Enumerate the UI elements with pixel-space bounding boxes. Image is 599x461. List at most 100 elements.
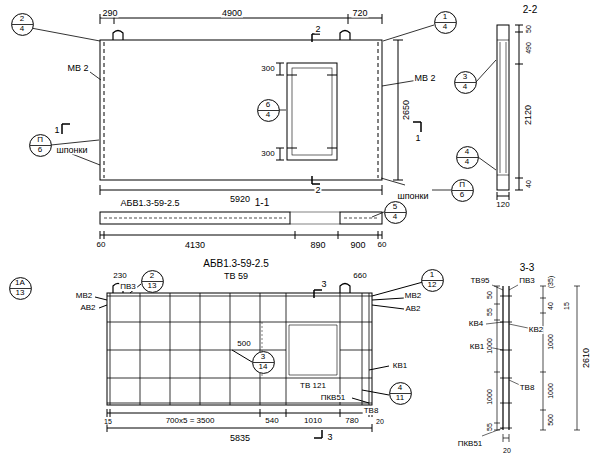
callout-number: 6 [266,101,270,110]
dimension: 1000 [486,337,493,355]
section-2-2 [497,192,509,200]
part-mark: ТВ95 [469,277,490,285]
callout-circle-outline [454,71,476,93]
reinforcement-cage [107,296,372,403]
part-mark: ТВ 121 [299,382,327,390]
reinforcement-cage [232,350,389,403]
section-mark: 2 [314,186,321,195]
part-mark: МВ 2 [413,74,436,83]
callout-number: 2 [20,15,24,24]
note-text: шпонки [55,146,88,155]
part-mark: ПВ3 [119,283,137,291]
section-mark: 2 [314,25,321,34]
callout-circle-outline [421,269,443,291]
part-mark: ТВ8 [363,407,380,415]
section-2-2 [515,25,523,190]
callout-number: 2 [150,272,154,281]
section-3-3 [500,296,512,428]
part-mark: ПКВ51 [457,440,484,448]
callout-circle-outline [257,99,279,121]
dimension: 300 [260,65,275,73]
callout-circle-outline [9,277,31,299]
callout-number: 4 [266,110,270,119]
dimension: 5920 [229,195,251,204]
section-marks [62,34,421,184]
dimension: 1000 [486,388,493,406]
dimension: 290 [101,9,118,18]
panel-outline [104,42,378,178]
section-3-3 [482,285,528,436]
dimension: 1010 [303,417,323,425]
note-text: шпонки [396,192,429,201]
callout-circle: П6 [29,134,52,157]
callout-circle: 1А13 [9,277,32,300]
callout-circle-outline [434,11,456,33]
drawing-stroke [31,14,580,442]
callout-number: 6 [460,190,464,199]
callout-circle: 213 [141,270,164,293]
leader-lines [31,25,434,165]
dimension: 50 [525,24,532,34]
part-mark: ПВ3 [518,277,536,285]
callout-circle: 14 [434,11,457,34]
callout-number: 3 [261,353,265,362]
section-2-2 [497,25,509,190]
callout-circle-outline [456,146,478,168]
part-mark: АВ2 [404,305,421,313]
callout-circle-outline [29,134,51,156]
reinforcement-cage [107,424,372,432]
section-1-1 [100,231,382,239]
dimension: 20 [375,418,385,425]
section-1-1 [100,212,382,239]
reinforcement-cage [314,290,322,438]
callout-number: 11 [396,393,404,402]
callout-number: П [459,181,465,190]
dimension: 5835 [229,434,251,443]
callout-number: 14 [259,362,268,371]
dimension: 4900 [221,9,243,18]
callout-number: 12 [428,280,437,289]
callout-circle-outline [252,351,274,373]
callout-number: 3 [463,73,467,82]
callout-number: 6 [38,145,42,154]
callout-circle: 44 [456,146,479,169]
callout-circle-outline [141,270,163,292]
part-mark: МВ2 [75,292,93,300]
callout-number: 4 [463,82,467,91]
section-mark: 1 [414,134,421,143]
dimension: 120 [495,201,510,209]
dimension: 230 [112,272,127,280]
section-2-2 [497,40,509,175]
callout-number: 1 [443,13,447,22]
callout-number: П [37,136,43,145]
leader-lines [31,25,496,217]
section-1-1 [104,218,378,219]
dimension: 1000 [547,382,554,400]
callout-circle: 112 [421,269,444,292]
part-mark: ТВ 59 [223,272,249,281]
dimension: 4130 [184,241,206,250]
callout-circle-outline [389,382,411,404]
panel-outline [287,63,337,160]
view-title: 3-3 [519,263,535,273]
callout-number: 4 [465,148,469,157]
dimension: 15 [103,418,113,425]
section-1-1 [290,212,340,224]
callout-circle: 314 [252,351,275,374]
callout-circle: 34 [454,71,477,94]
dimension: 500 [547,413,554,427]
dimension: 60 [377,241,388,249]
dimension: 55 [486,422,493,432]
callout-circle-outline [11,13,33,35]
section-3-3 [503,286,509,430]
callout-circle: П6 [451,179,474,202]
callout-circle: 24 [11,13,34,36]
dimension-lines [100,185,382,195]
part-mark: АБВ1.3-59-2.5 [202,259,270,269]
part-mark: МВ2 [404,292,422,300]
callout-number: 1 [430,271,434,280]
leader-lines [372,60,496,217]
dimension: 540 [264,417,279,425]
